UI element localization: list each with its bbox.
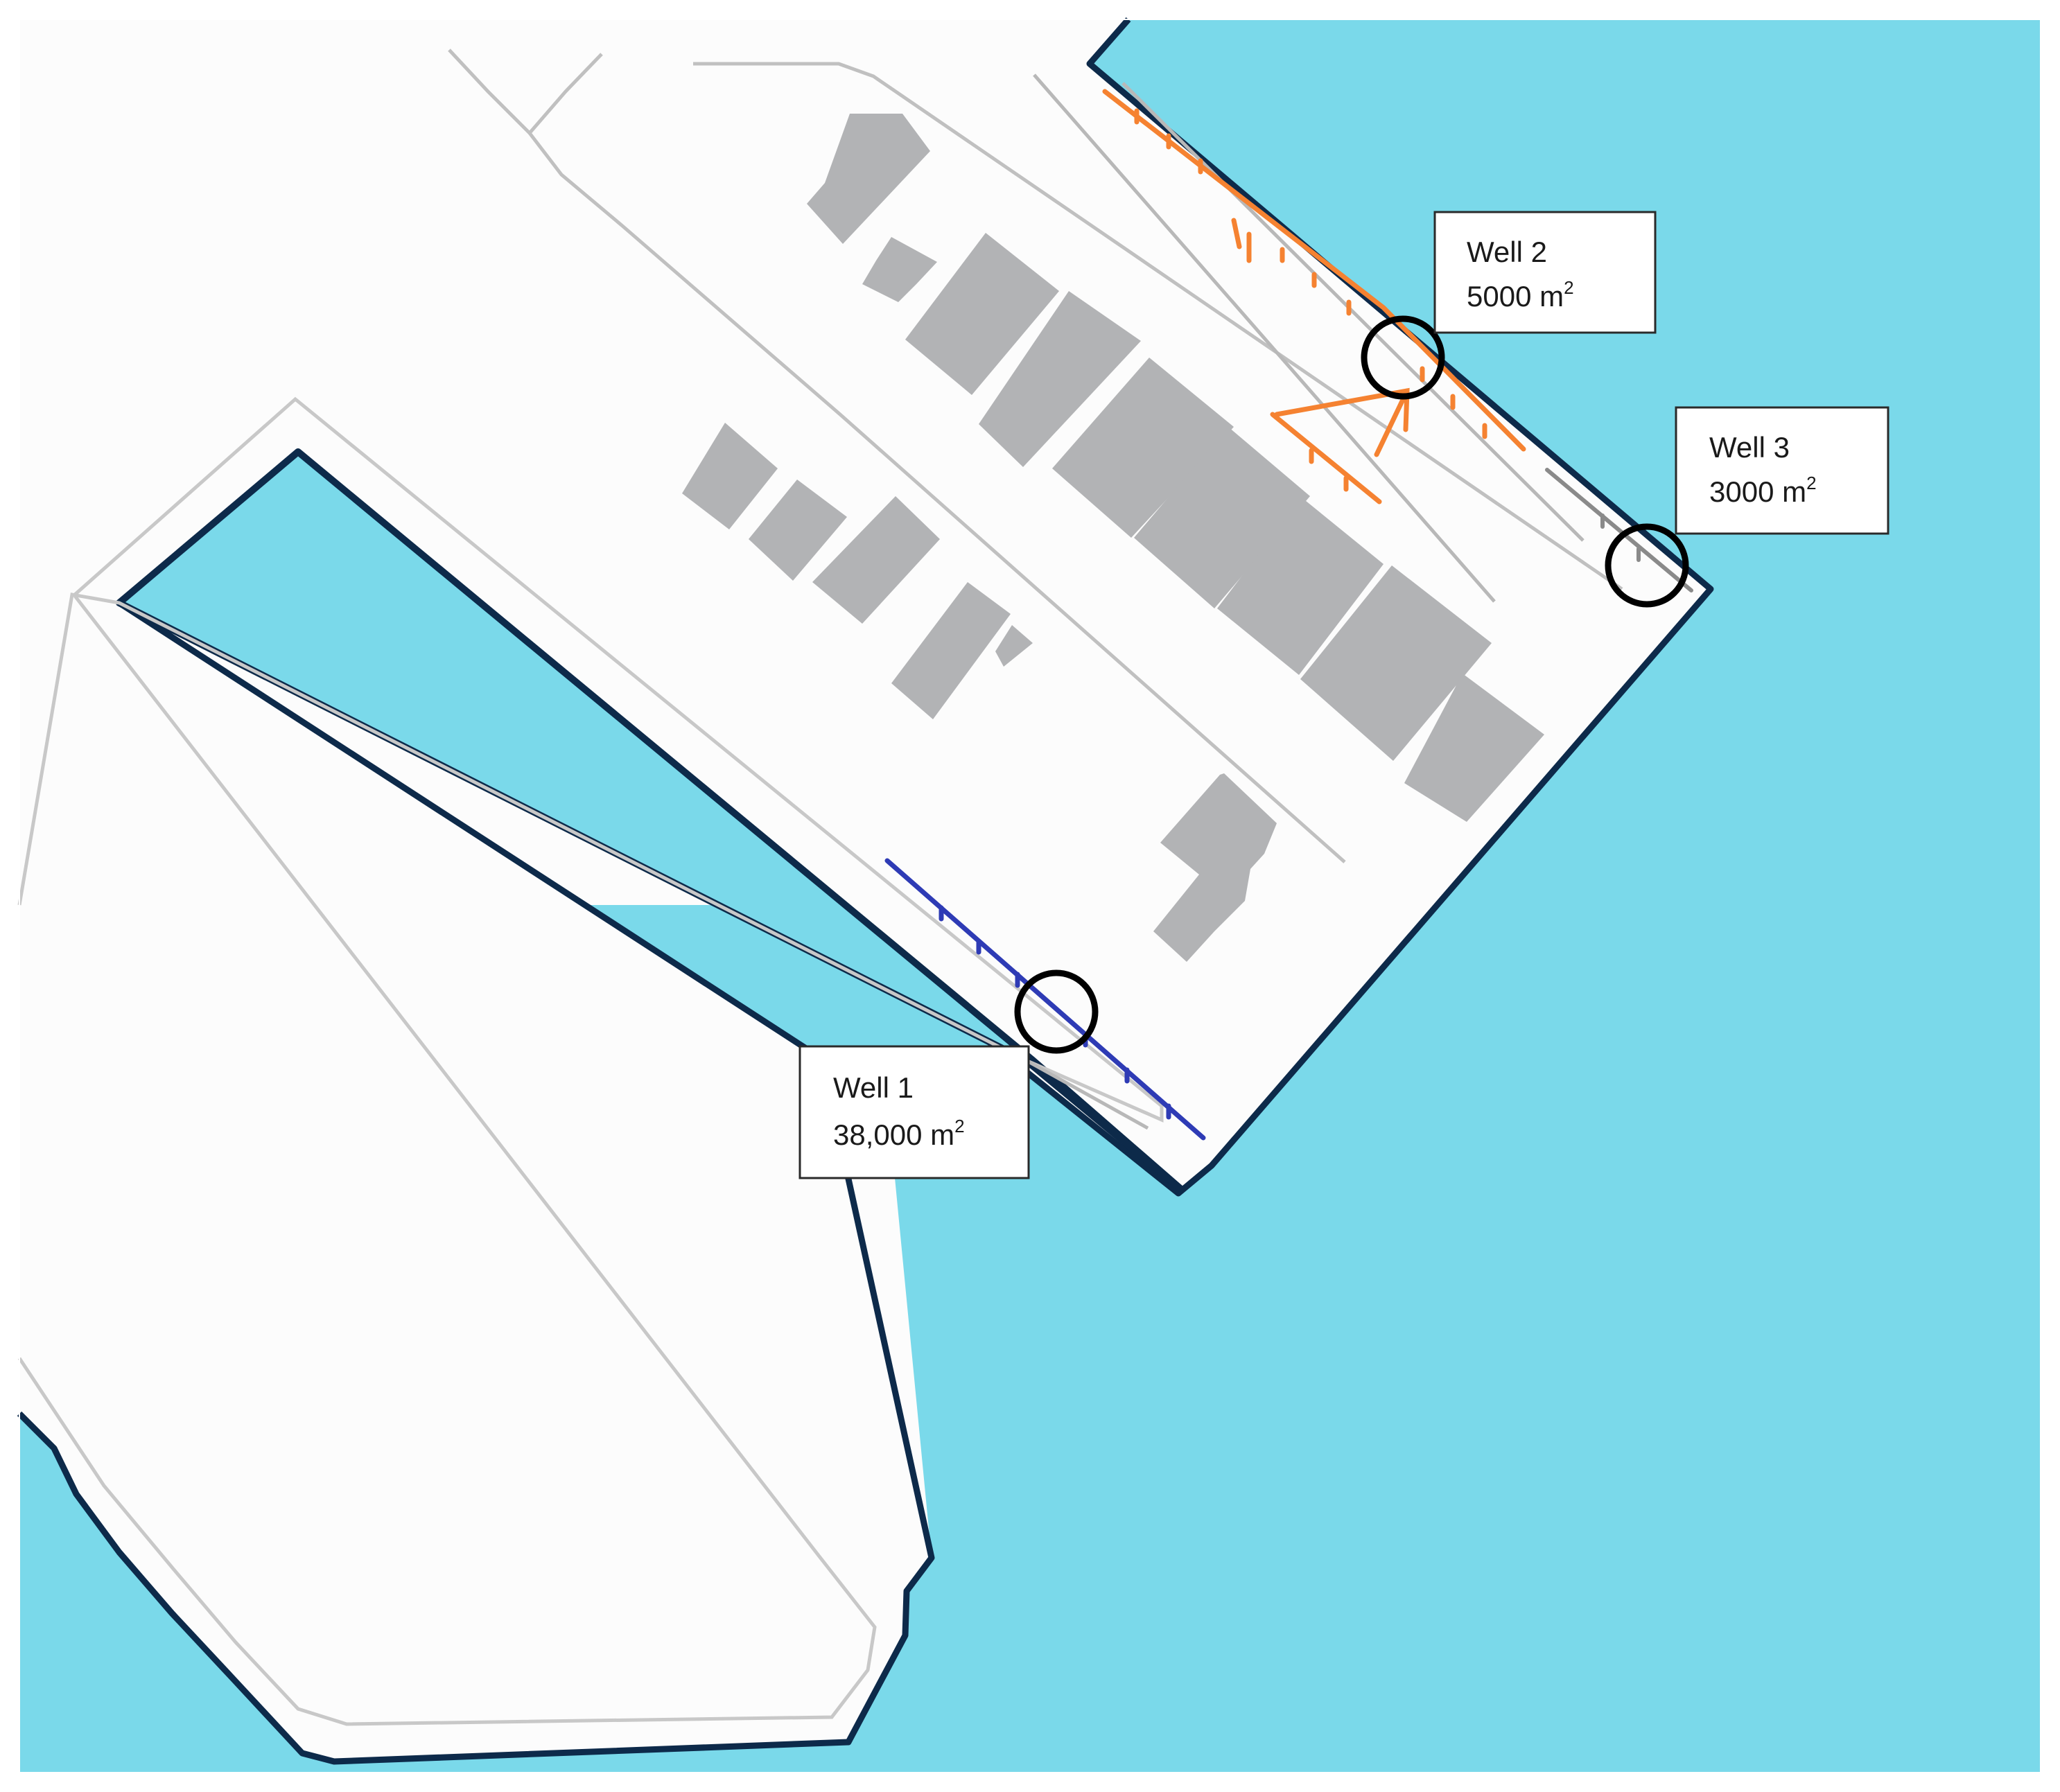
well-1-area: 38,000 m2 <box>833 1116 965 1151</box>
building <box>1134 427 1310 608</box>
building <box>905 233 1059 395</box>
road-branch <box>528 53 603 134</box>
south-peninsula-outline <box>17 396 1164 1123</box>
south-peninsula-land <box>19 603 932 1762</box>
south-peninsula-coastline <box>17 600 935 1765</box>
peninsula-inner-outline <box>17 595 877 1726</box>
building <box>862 237 937 302</box>
building <box>995 625 1033 667</box>
well-3-callout: Well 3 3000 m2 <box>1675 406 1889 535</box>
well-2-marker[interactable] <box>1361 315 1445 400</box>
map-frame <box>19 19 2041 1773</box>
well-2-callout: Well 2 5000 m2 <box>1433 211 1657 334</box>
well-1-callout: Well 1 38,000 m2 <box>798 1045 1030 1179</box>
building <box>891 582 1011 719</box>
dock-basin <box>116 448 1185 1193</box>
building <box>749 480 847 581</box>
service-road-1 <box>1033 73 1496 603</box>
well-2-area: 5000 m2 <box>1467 277 1574 313</box>
building <box>682 423 778 529</box>
well-3-label: Well 3 <box>1709 431 1790 464</box>
building <box>1153 773 1277 962</box>
well-3-area: 3000 m2 <box>1709 473 1817 508</box>
pier-edge-upper <box>693 62 1623 591</box>
well-2-label: Well 2 <box>1467 236 1547 268</box>
well-2-callout-box <box>1433 211 1657 334</box>
building <box>807 114 930 244</box>
well-3-marker[interactable] <box>1605 523 1689 608</box>
service-road-3 <box>1024 1058 1149 1130</box>
well-1-callout-box <box>798 1045 1030 1179</box>
road-north <box>448 49 1346 863</box>
drain-line-well-3 <box>1545 468 1693 592</box>
well-1-marker[interactable] <box>1014 969 1099 1054</box>
well-3-callout-box <box>1675 406 1889 535</box>
building <box>1300 565 1492 761</box>
well-1-label: Well 1 <box>833 1071 914 1104</box>
building <box>1404 674 1544 822</box>
drain-line-well-2 <box>1102 89 1526 504</box>
building <box>1217 498 1383 675</box>
buildings <box>682 114 1544 962</box>
main-pier-coastline <box>816 17 1714 1197</box>
building <box>1052 358 1234 538</box>
building <box>979 291 1141 467</box>
building <box>812 496 940 624</box>
